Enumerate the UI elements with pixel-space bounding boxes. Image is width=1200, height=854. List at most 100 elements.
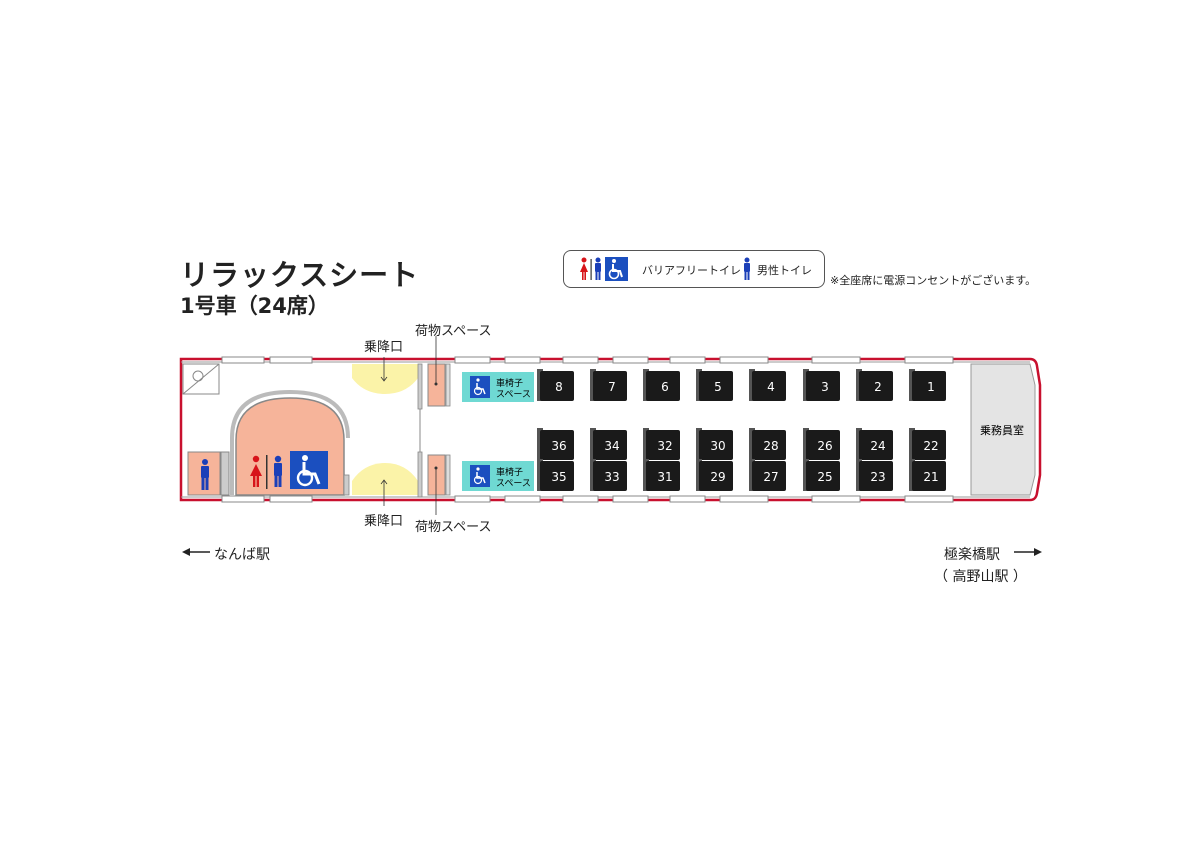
- seat-22: 22: [909, 428, 946, 460]
- seat-number: 34: [604, 439, 619, 453]
- direction-right: 極楽橋駅: [944, 547, 1000, 563]
- boarding-label-bottom: 乗降口: [364, 514, 404, 529]
- windows-top: [221, 356, 954, 364]
- male-icon: [595, 257, 601, 280]
- male-icon: [744, 257, 750, 280]
- seat-number: 29: [710, 470, 725, 484]
- seat-6: 6: [643, 369, 680, 401]
- seat-number: 7: [608, 380, 616, 394]
- seat-number: 24: [870, 439, 885, 453]
- seat-cushion: [540, 430, 574, 460]
- female-icon: [250, 455, 262, 487]
- barrier-free-label: バリアフリートイレ: [642, 264, 741, 277]
- luggage-label-bottom: 荷物スペース: [415, 520, 492, 535]
- seat-cushion: [540, 371, 574, 401]
- seat-number: 6: [661, 380, 669, 394]
- boarding-label-top: 乗降口: [364, 340, 404, 355]
- sink-icon: [192, 370, 204, 382]
- luggage-label-top: 荷物スペース: [415, 324, 492, 339]
- seat-5: 5: [696, 369, 733, 401]
- wheelchair-icon: [470, 376, 490, 398]
- wheelchair-icon: [470, 465, 490, 487]
- seat-cushion: [806, 430, 840, 460]
- seat-number: 26: [817, 439, 832, 453]
- car-subtitle: 1号車（24席）: [180, 294, 329, 318]
- seat-cushion: [540, 461, 574, 491]
- wheelchair-icon: [605, 257, 628, 281]
- female-icon: [580, 257, 588, 280]
- wheelchair-space-label-top-2: スペース: [496, 390, 531, 400]
- seat-27: 27: [749, 459, 786, 491]
- seat-cushion: [752, 430, 786, 460]
- seat-35: 35: [537, 459, 574, 491]
- seat-1: 1: [909, 369, 946, 401]
- seat-26: 26: [803, 428, 840, 460]
- seat-number: 1: [927, 380, 935, 394]
- male-icon: [274, 455, 282, 487]
- seat-number: 22: [923, 439, 938, 453]
- seat-number: 5: [714, 380, 722, 394]
- seat-cushion: [699, 371, 733, 401]
- seat-29: 29: [696, 459, 733, 491]
- seat-4: 4: [749, 369, 786, 401]
- seat-cushion: [699, 461, 733, 491]
- seat-24: 24: [856, 428, 893, 460]
- wheelchair-space-label-top-1: 車椅子: [496, 377, 523, 389]
- seat-36: 36: [537, 428, 574, 460]
- seat-number: 33: [604, 470, 619, 484]
- boarding-area-bottom: [352, 463, 418, 495]
- seat-cushion: [912, 461, 946, 491]
- seat-number: 8: [555, 380, 563, 394]
- crew-room: [970, 363, 1036, 496]
- seat-8: 8: [537, 369, 574, 401]
- seat-3: 3: [803, 369, 840, 401]
- seat-number: 25: [817, 470, 832, 484]
- seat-number: 23: [870, 470, 885, 484]
- seat-number: 30: [710, 439, 725, 453]
- seat-number: 35: [551, 470, 566, 484]
- seat-cushion: [806, 371, 840, 401]
- seat-cushion: [646, 430, 680, 460]
- seat-31: 31: [643, 459, 680, 491]
- power-outlet-note: ※全座席に電源コンセントがございます。: [830, 274, 1037, 287]
- crew-room-label: 乗務員室: [980, 423, 1024, 437]
- seat-number: 28: [763, 439, 778, 453]
- seat-number: 3: [821, 380, 829, 394]
- seat-32: 32: [643, 428, 680, 460]
- direction-left: なんば駅: [214, 547, 270, 563]
- seat-cushion: [912, 430, 946, 460]
- seat-2: 2: [856, 369, 893, 401]
- seat-cushion: [699, 430, 733, 460]
- seat-number: 31: [657, 470, 672, 484]
- wheelchair-space-label-bottom-1: 車椅子: [496, 466, 523, 478]
- seat-cushion: [806, 461, 840, 491]
- seat-number: 27: [763, 470, 778, 484]
- windows-bottom: [221, 495, 954, 503]
- wheelchair-icon: [290, 451, 328, 489]
- seat-34: 34: [590, 428, 627, 460]
- male-toilet-label: 男性トイレ: [757, 264, 812, 277]
- wheelchair-space-label-bottom-2: スペース: [496, 479, 531, 489]
- seat-33: 33: [590, 459, 627, 491]
- seat-number: 21: [923, 470, 938, 484]
- page-title: リラックスシート: [180, 258, 420, 292]
- luggage-space-bottom: [427, 454, 446, 496]
- seat-number: 32: [657, 439, 672, 453]
- arrow-left-icon: [182, 548, 210, 556]
- legend: バリアフリートイレ 男性トイレ: [563, 250, 825, 288]
- seat-cushion: [859, 430, 893, 460]
- seat-cushion: [646, 371, 680, 401]
- seat-number: 36: [551, 439, 566, 453]
- seat-23: 23: [856, 459, 893, 491]
- barrier-free-toilet-icon: [580, 257, 628, 281]
- seat-cushion: [859, 461, 893, 491]
- seat-number: 2: [874, 380, 882, 394]
- seat-cushion: [593, 371, 627, 401]
- seat-number: 4: [767, 380, 775, 394]
- seat-cushion: [912, 371, 946, 401]
- seat-28: 28: [749, 428, 786, 460]
- seat-cushion: [752, 461, 786, 491]
- seat-cushion: [593, 461, 627, 491]
